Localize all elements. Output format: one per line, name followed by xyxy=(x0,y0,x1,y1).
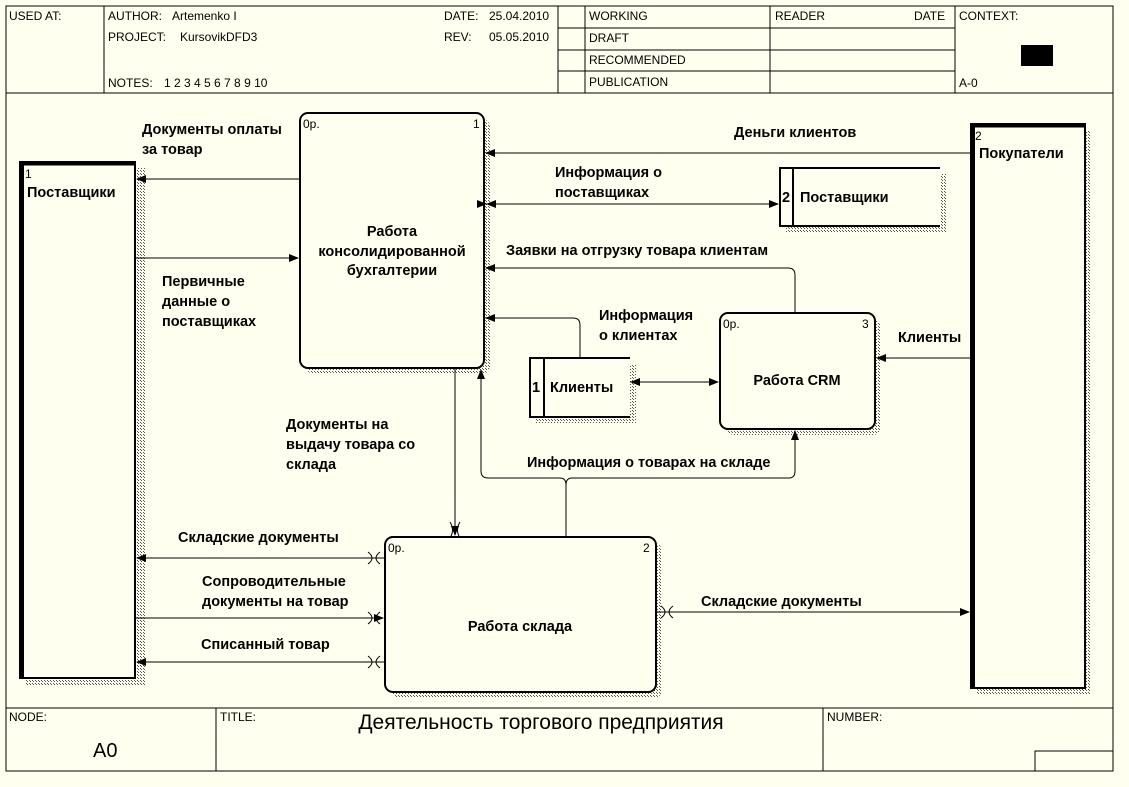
flow-docs-issue-label-2: выдачу товара со xyxy=(286,437,415,453)
flow-warehouse-docs-left-label: Складские документы xyxy=(178,530,339,546)
flow-primary-label-2: данные о xyxy=(162,294,230,310)
project-value: KursovikDFD3 xyxy=(180,30,258,44)
entity-buyers[interactable] xyxy=(970,123,1091,694)
process-crm[interactable] xyxy=(719,312,881,435)
store-suppliers[interactable] xyxy=(779,167,946,232)
store-clients[interactable] xyxy=(529,357,636,423)
flow-primary-label-1: Первичные xyxy=(162,274,245,290)
flow-orders-arrow xyxy=(485,264,796,313)
store-suppliers-label: Поставщики xyxy=(800,190,889,206)
number-label: NUMBER: xyxy=(827,710,882,724)
entity-suppliers-number: 1 xyxy=(25,167,32,181)
context-node-marker xyxy=(1021,45,1053,66)
date-label: DATE: xyxy=(444,9,478,23)
process-crm-label: Работа CRM xyxy=(753,373,840,389)
store-clients-label: Клиенты xyxy=(550,380,613,396)
store-suppliers-number: 2 xyxy=(782,190,790,206)
flow-primary-label-3: поставщиках xyxy=(162,314,256,330)
author-label: AUTHOR: xyxy=(108,9,162,23)
date-value: 25.04.2010 xyxy=(489,9,549,23)
flow-info-clients-arrow xyxy=(485,314,581,358)
process-accounting-label-2: консолидированной xyxy=(318,244,465,260)
process-crm-op: 0p. xyxy=(723,317,740,331)
context-label: CONTEXT: xyxy=(959,9,1018,23)
rev-label: REV: xyxy=(444,30,472,44)
flow-doc-pay-label-2: за товар xyxy=(142,142,203,158)
flow-info-clients-label-1: Информация xyxy=(599,308,693,324)
flow-info-suppliers-label-2: поставщиках xyxy=(555,185,649,201)
flow-accompany-label-1: Сопроводительные xyxy=(202,574,346,590)
process-warehouse-label: Работа склада xyxy=(468,619,573,635)
status-working: WORKING xyxy=(589,9,648,23)
notes-value: 1 2 3 4 5 6 7 8 9 10 xyxy=(164,76,268,90)
flow-info-goods-arrow-crm xyxy=(565,430,799,486)
used-at-label: USED AT: xyxy=(9,9,61,23)
flow-arrows xyxy=(135,149,971,669)
flow-info-goods-arrow-p1 xyxy=(477,369,567,537)
entity-suppliers-label: Поставщики xyxy=(27,185,116,201)
reader-label: READER xyxy=(775,9,825,23)
project-label: PROJECT: xyxy=(108,30,166,44)
process-accounting-label-3: бухгалтерии xyxy=(347,263,437,279)
flow-orders-label: Заявки на отгрузку товара клиентам xyxy=(506,243,768,259)
diagram-title: Деятельность торгового предприятия xyxy=(358,711,723,734)
flow-info-suppliers-label-1: Информация о xyxy=(555,165,662,181)
author-value: Artemenko I xyxy=(172,9,237,23)
notes-label: NOTES: xyxy=(108,76,153,90)
status-publication: PUBLICATION xyxy=(589,75,668,89)
flow-money-label: Деньги клиентов xyxy=(734,125,856,141)
process-warehouse-op: 0p. xyxy=(388,541,405,555)
flow-info-goods-label: Информация о товарах на складе xyxy=(527,455,770,471)
entity-suppliers[interactable] xyxy=(19,161,146,686)
store-clients-number: 1 xyxy=(532,380,540,396)
flow-doc-pay-label-1: Документы оплаты xyxy=(142,122,282,138)
flow-info-clients-label-2: о клиентах xyxy=(599,328,678,344)
process-warehouse-number: 2 xyxy=(643,541,650,555)
flow-clients-label: Клиенты xyxy=(898,330,961,346)
entity-buyers-label: Покупатели xyxy=(979,146,1064,162)
process-crm-number: 3 xyxy=(862,317,869,331)
process-accounting[interactable] xyxy=(299,112,490,374)
flow-docs-issue-label-3: склада xyxy=(286,457,337,473)
flow-warehouse-docs-right-label: Складские документы xyxy=(701,594,862,610)
process-accounting-number: 1 xyxy=(473,117,480,131)
process-accounting-label-1: Работа xyxy=(367,224,418,240)
process-accounting-op: 0p. xyxy=(303,117,320,131)
flow-docs-issue-label-1: Документы на xyxy=(286,417,389,433)
reader-date-label: DATE xyxy=(914,9,945,23)
title-label: TITLE: xyxy=(220,710,256,724)
footer-frame xyxy=(6,707,1114,772)
header-frame xyxy=(5,5,1114,772)
node-label: NODE: xyxy=(9,710,47,724)
status-draft: DRAFT xyxy=(589,31,630,45)
flow-accompany-label-2: документы на товар xyxy=(202,594,349,610)
flow-written-off-label: Списанный товар xyxy=(201,637,330,653)
rev-value: 05.05.2010 xyxy=(489,30,549,44)
status-recommended: RECOMMENDED xyxy=(589,53,686,67)
node-value: A0 xyxy=(93,740,117,762)
context-node: A-0 xyxy=(959,76,978,90)
entity-buyers-number: 2 xyxy=(975,129,982,143)
process-warehouse[interactable] xyxy=(384,536,662,698)
